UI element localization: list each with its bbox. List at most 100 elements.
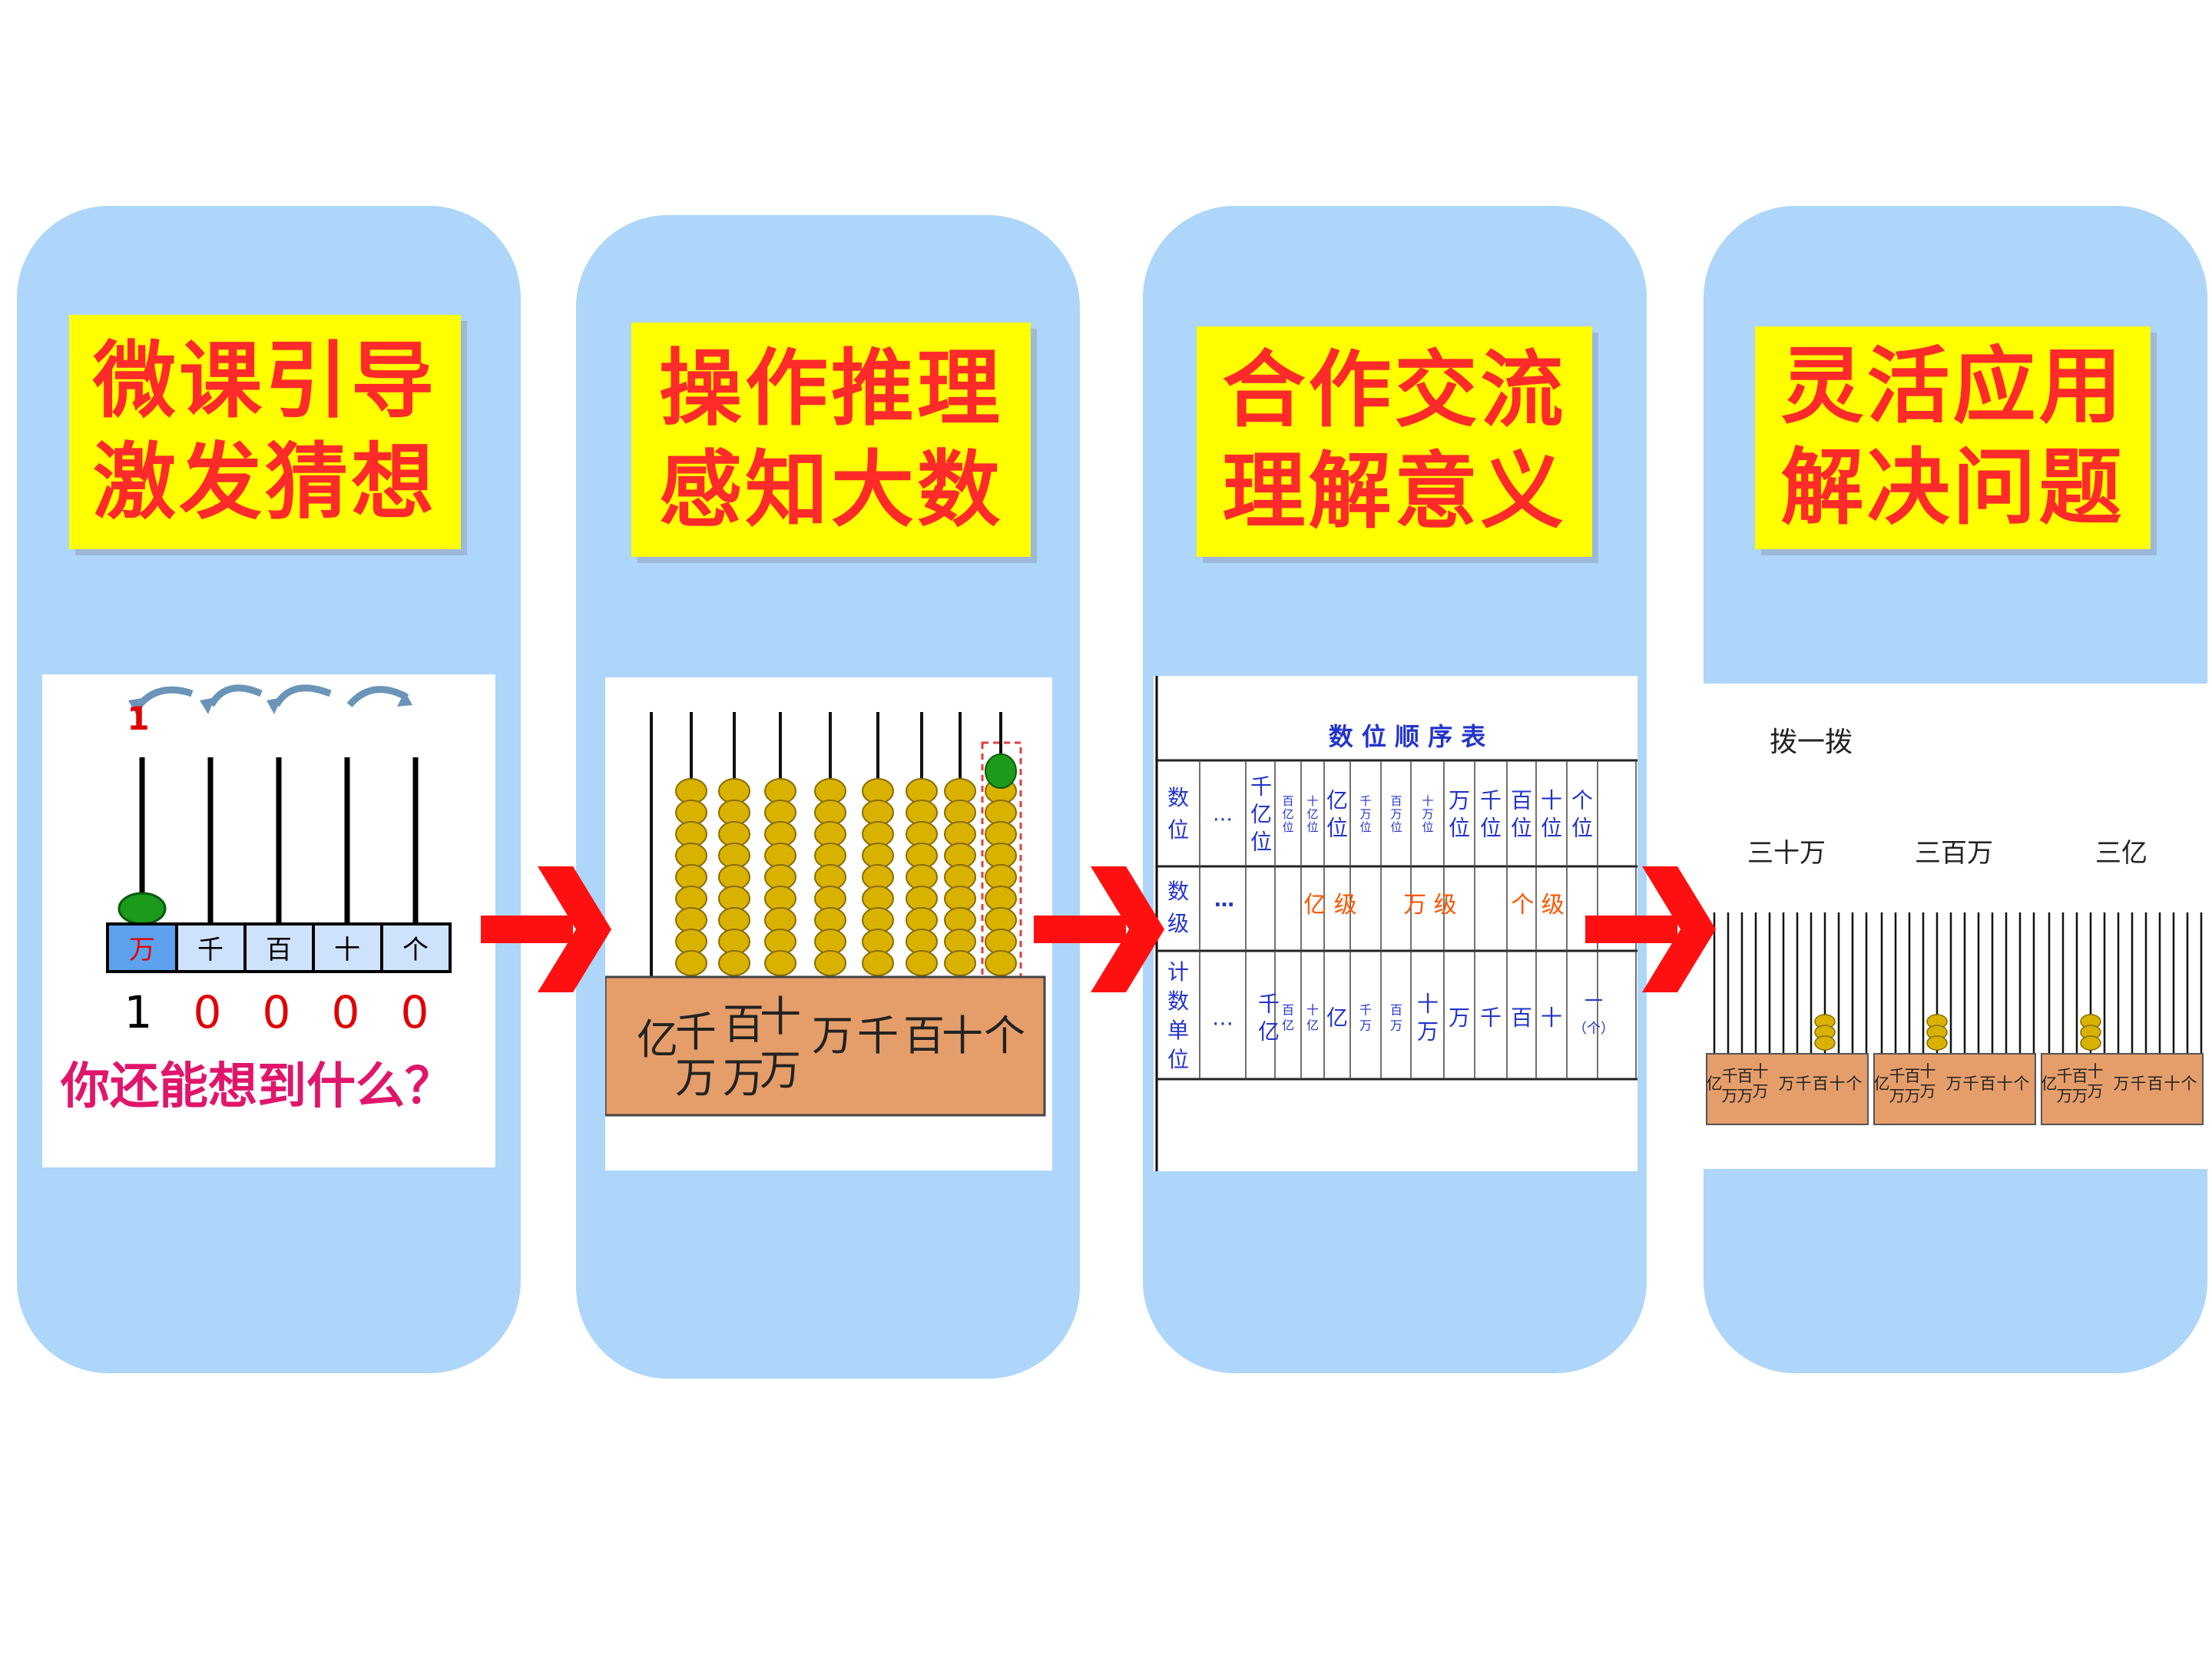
abacus-bead xyxy=(675,950,707,976)
row1-cell-char: 千 xyxy=(1359,794,1371,808)
step-title-3-line1: 合作交流 xyxy=(1222,343,1567,439)
mini-abacus-label: 万 xyxy=(1737,1087,1753,1105)
arrow-right-icon xyxy=(481,866,611,992)
row3-cell-char: 百 xyxy=(1390,1002,1402,1017)
panel-apply: 拨一拨 三十万 三百万 三亿 亿千万百万十万万千百十个亿千万百万十万万千百十个亿… xyxy=(1704,684,2207,1169)
green-bead xyxy=(118,892,167,926)
abacus-label: 十 xyxy=(942,1012,983,1060)
row1-cell-char: 百 xyxy=(1282,794,1293,808)
row1-cell-char: 位 xyxy=(1571,815,1593,840)
place-label-bai: 百 xyxy=(266,935,292,965)
mini-abacus-label: 亿 xyxy=(1874,1075,1890,1093)
place-value-table: 数 位 顺 序 表 数 位 数 级 计 数 单 位 …千亿位百亿位十亿位亿位千万… xyxy=(1155,676,1637,1171)
abacus-label: 百 xyxy=(723,1000,764,1048)
abacus-label: 万 xyxy=(675,1054,717,1102)
abacus-bead xyxy=(985,950,1017,976)
mini-abacus-label: 个 xyxy=(1846,1075,1863,1093)
mini-abacus-bead xyxy=(1926,1035,1948,1051)
row3-cell-char: 万 xyxy=(1417,1018,1439,1044)
abacus-bead xyxy=(862,950,894,976)
row1-cell-char: 位 xyxy=(1306,820,1318,834)
number-digit-4: 0 xyxy=(332,986,360,1038)
abacus-labels: 亿 千 万 百 万 十 万 万 千 百 十 个 xyxy=(637,992,1025,1102)
mini-abacus-label: 千 xyxy=(1889,1067,1906,1085)
row1-cell-char: 位 xyxy=(1449,815,1470,840)
panel-place-value: 1 万 千 百 十 个 1 0 0 0 0 你还能想到什么？ xyxy=(42,674,495,1167)
row3-cell: （个） xyxy=(1573,1021,1614,1037)
row2-cell: … xyxy=(1214,889,1234,912)
row1-cell-char: 十 xyxy=(1306,794,1318,808)
row1-cell-char: 百 xyxy=(1390,794,1402,808)
abacus-diagram: 亿 千 万 百 万 十 万 万 千 百 十 个 xyxy=(605,712,1046,1117)
row1-cell-char: 万 xyxy=(1359,807,1371,821)
abacus-beads xyxy=(675,778,1017,976)
mini-abacus-label: 个 xyxy=(2014,1075,2030,1093)
number-digit-1: 1 xyxy=(124,986,153,1038)
abacus-label: 万 xyxy=(760,1046,801,1094)
step-title-3: 合作交流 理解意义 xyxy=(1197,326,1592,557)
abacus-bead xyxy=(944,950,976,976)
place-label-shi: 十 xyxy=(334,935,360,965)
row3-header-a: 计 xyxy=(1167,959,1189,985)
top-digit: 1 xyxy=(127,700,149,737)
mini-abacus-label: 万 xyxy=(2072,1087,2088,1105)
step-title-4-line2: 解决问题 xyxy=(1780,440,2125,536)
row3-cell-char: 百 xyxy=(1282,1002,1294,1017)
step-title-3-line2: 理解意义 xyxy=(1222,444,1567,540)
row1-cell-char: 位 xyxy=(1282,820,1293,834)
row2-cell: 个 级 xyxy=(1511,892,1565,919)
mini-abacus-label: 十 xyxy=(1753,1062,1769,1081)
apply-number-3: 三亿 xyxy=(2095,838,2147,869)
mini-abacus-label: 十 xyxy=(1920,1062,1936,1081)
row3-header-c: 单 xyxy=(1167,1018,1189,1043)
row1-cell-char: 百 xyxy=(1511,787,1532,813)
mini-abacus-label: 万 xyxy=(2088,1082,2104,1101)
row3-cell-char: 千 xyxy=(1359,1002,1372,1017)
mini-abacus-label: 百 xyxy=(2147,1075,2164,1093)
abacus-base xyxy=(605,975,1046,1117)
mini-abacus-label: 万 xyxy=(1722,1087,1738,1105)
mini-abaci: 亿千万百万十万万千百十个亿千万百万十万万千百十个亿千万百万十万万千百十个 xyxy=(1706,912,2204,1125)
mini-abacus: 亿千万百万十万万千百十个 xyxy=(2041,912,2204,1125)
mini-abacus-label: 百 xyxy=(1737,1067,1753,1085)
row1-header-b: 位 xyxy=(1167,817,1189,843)
row3-cell-char: 亿 xyxy=(1282,1018,1294,1032)
step-title-2: 操作推理 感知大数 xyxy=(631,323,1031,557)
row3-cell-char: 十 xyxy=(1417,991,1439,1016)
mini-abacus-label: 万 xyxy=(2114,1075,2130,1093)
row3-cell-char: 万 xyxy=(1359,1018,1372,1032)
row3-cell-char: 千 xyxy=(1258,991,1280,1016)
mini-abacus-label: 万 xyxy=(1779,1075,1795,1093)
row1-cell-char: 位 xyxy=(1511,815,1532,840)
mini-abacus-bead xyxy=(2080,1035,2101,1051)
mini-abacus-base xyxy=(1706,1053,1869,1125)
row3-cell-char: 一 xyxy=(1584,990,1603,1012)
mini-abacus-label: 十 xyxy=(2088,1062,2104,1081)
row1-cell-char: 十 xyxy=(1422,794,1433,808)
step-title-1-line1: 微课引导 xyxy=(92,333,437,429)
arrow-right-icon xyxy=(1585,866,1716,992)
row1-cell-char: 万 xyxy=(1449,787,1470,813)
row1-cell-char: 千 xyxy=(1480,787,1502,813)
row1-cell-char: 亿 xyxy=(1326,787,1348,813)
row3-cell-char: 亿 xyxy=(1306,1018,1319,1032)
number-digit-2: 0 xyxy=(194,986,222,1038)
question-text: 你还能想到什么？ xyxy=(60,1058,454,1115)
row3-header-b: 数 xyxy=(1167,988,1189,1014)
row1-cell-char: 亿 xyxy=(1250,801,1272,826)
step-title-2-line2: 感知大数 xyxy=(658,442,1003,538)
step-title-1-line2: 激发猜想 xyxy=(92,434,437,531)
row1-cell-char: … xyxy=(1213,803,1233,826)
mini-abacus-label: 万 xyxy=(1889,1087,1906,1105)
number-digit-3: 0 xyxy=(263,986,291,1038)
mini-abacus-label: 亿 xyxy=(2041,1075,2058,1093)
mini-abacus-label: 万 xyxy=(1946,1075,1962,1093)
step-title-4-line1: 灵活应用 xyxy=(1780,339,2125,435)
abacus-bead xyxy=(906,950,938,976)
apply-number-1: 三十万 xyxy=(1747,838,1826,869)
place-label-ge: 个 xyxy=(402,935,429,965)
row3-cell-char: 万 xyxy=(1449,1005,1470,1030)
place-boxes xyxy=(106,922,452,973)
row1-cell-char: 位 xyxy=(1390,820,1402,834)
row1-cell-char: 位 xyxy=(1422,820,1433,834)
